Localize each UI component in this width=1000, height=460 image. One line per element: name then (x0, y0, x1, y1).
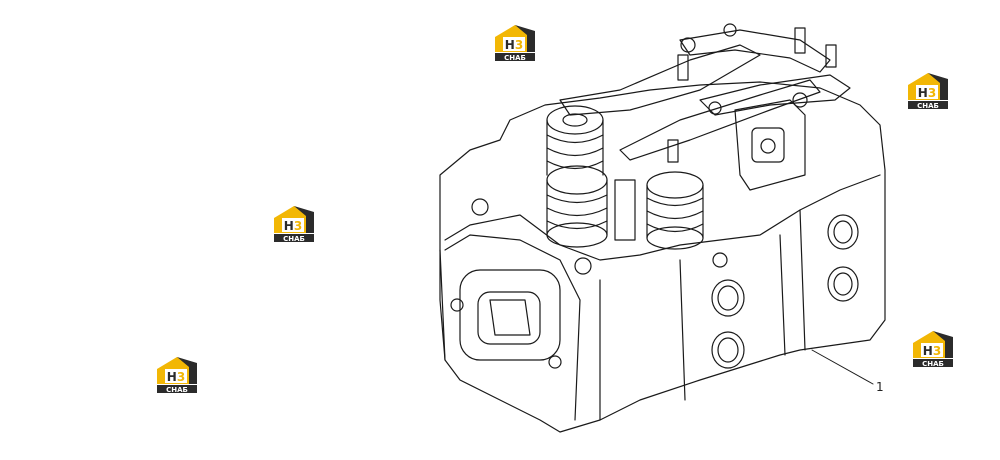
rocker-arm-2 (619, 79, 821, 161)
exhaust-port-outer (459, 269, 561, 361)
front-face (444, 234, 581, 421)
svg-text:H3: H3 (918, 86, 936, 100)
watermark-text-bottom: CHAБ (504, 54, 526, 62)
side-port-3 (827, 214, 859, 250)
svg-text:CHAБ: CHAБ (166, 386, 188, 394)
watermark-logo: H3 CHAБ (908, 73, 948, 110)
head-block-outline (439, 81, 886, 433)
side-port-2 (711, 331, 745, 369)
rocker-arm-3 (679, 29, 831, 73)
valve-spring-right (646, 171, 704, 250)
watermark-logo: H3 CHAБ (913, 331, 953, 368)
callout-label: 1 (876, 380, 884, 394)
svg-text:H3: H3 (923, 344, 941, 358)
rocker-arm-4 (699, 74, 851, 116)
deck-edge (444, 174, 881, 261)
svg-text:CHAБ: CHAБ (922, 360, 944, 368)
callout-leader-line (811, 349, 874, 385)
valve-spring-left (546, 165, 608, 248)
watermark-text-top: H3 (505, 38, 523, 52)
exhaust-port-inner (477, 291, 541, 345)
svg-text:H3: H3 (284, 219, 302, 233)
side-port-4 (827, 266, 859, 302)
svg-text:H3: H3 (167, 370, 185, 384)
valve-spring-rear (546, 105, 604, 176)
rocker-arm-1 (559, 44, 761, 116)
watermark-logo: H3 CHAБ (495, 25, 535, 62)
svg-text:CHAБ: CHAБ (283, 235, 305, 243)
side-port-1 (711, 279, 745, 317)
svg-text:CHAБ: CHAБ (917, 102, 939, 110)
watermark-logo: H3 CHAБ (274, 206, 314, 243)
rocker-pedestal (734, 99, 806, 191)
watermark-logo: H3 CHAБ (157, 357, 197, 394)
